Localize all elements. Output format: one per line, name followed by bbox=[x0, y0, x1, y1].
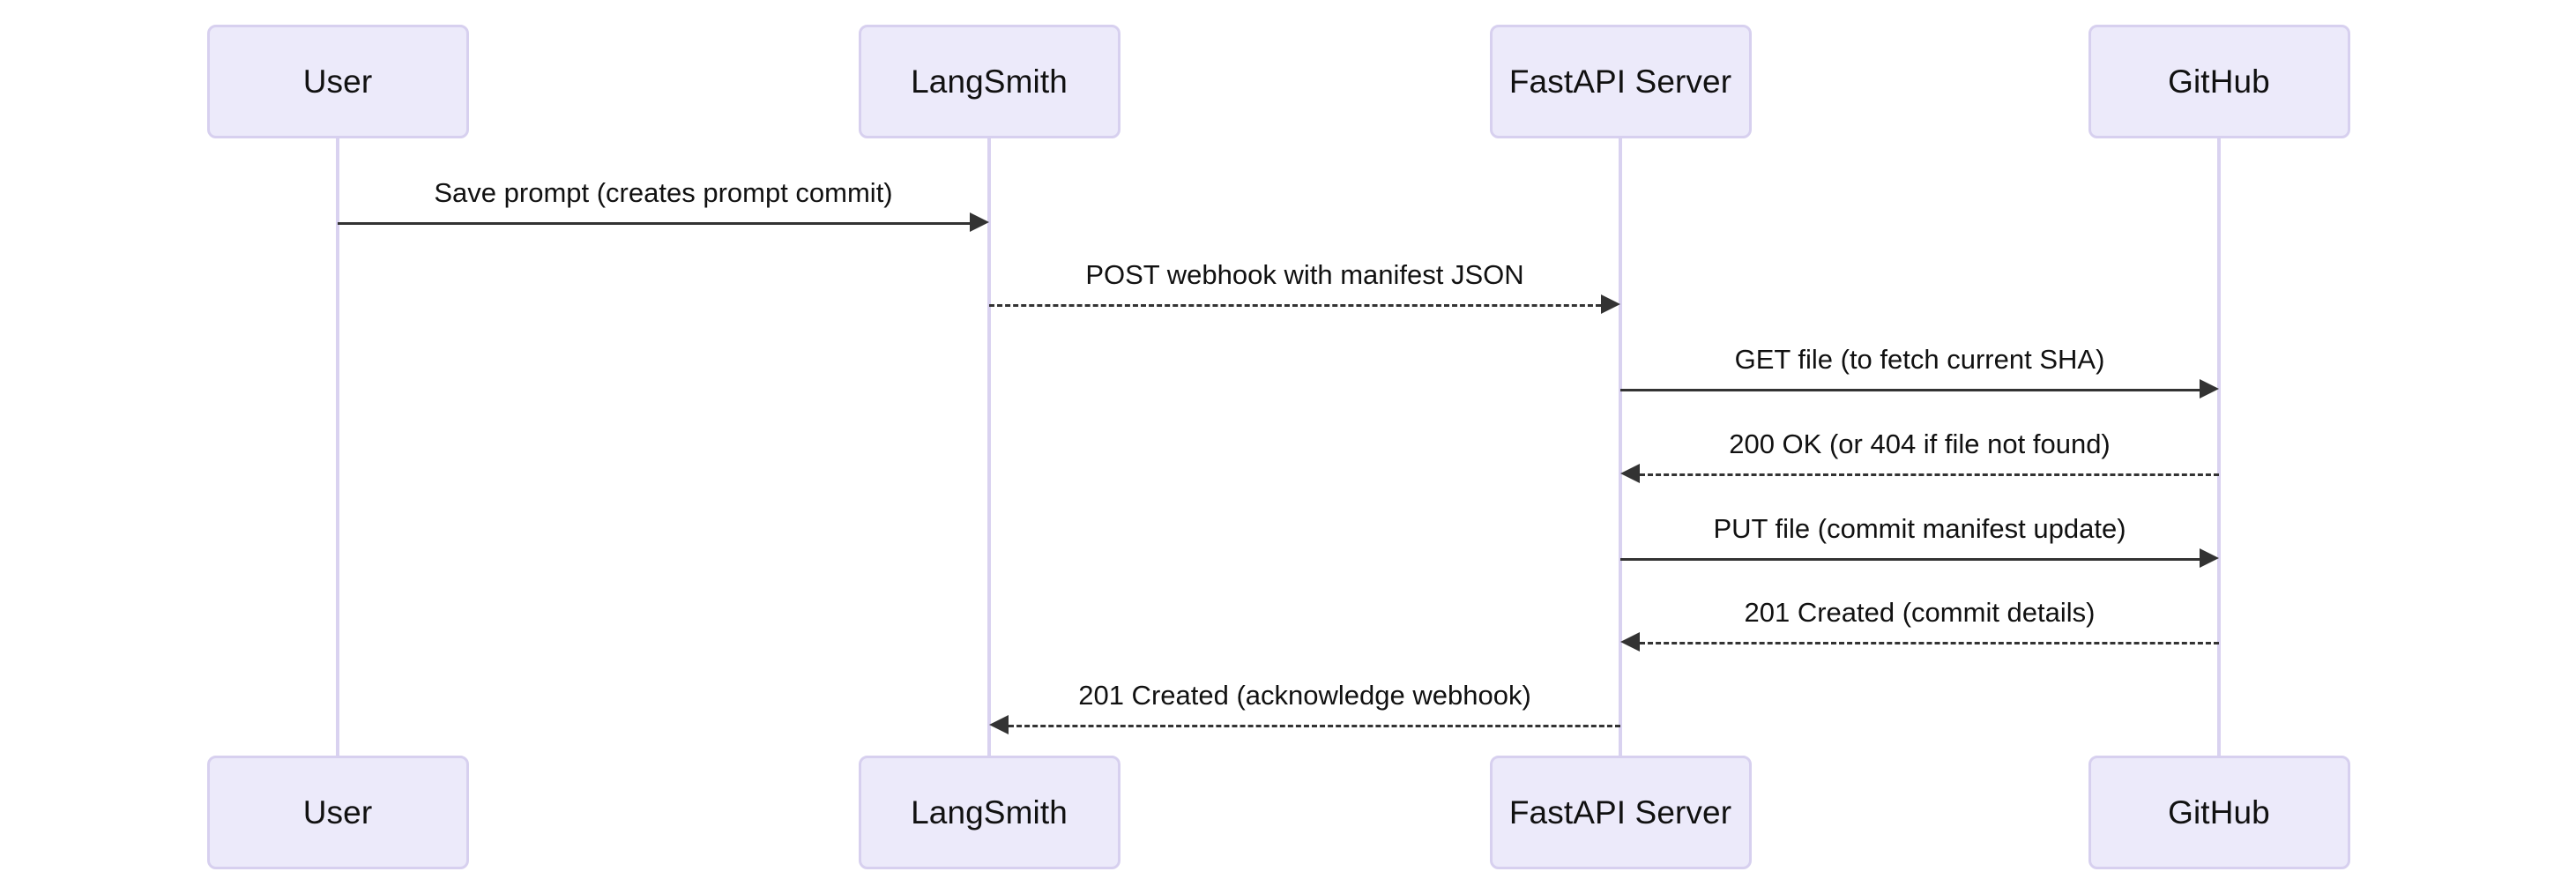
lifeline-github bbox=[2217, 138, 2221, 756]
arrow-head-right-2 bbox=[1601, 294, 1620, 314]
message-line-4 bbox=[1640, 473, 2219, 476]
lifeline-user bbox=[336, 138, 339, 756]
lifeline-langsmith bbox=[987, 138, 991, 756]
message-label-2: POST webhook with manifest JSON bbox=[1085, 259, 1524, 290]
message-line-6 bbox=[1640, 642, 2219, 644]
participant-label-github: GitHub bbox=[2168, 794, 2270, 831]
participant-box-bottom-langsmith[interactable]: LangSmith bbox=[858, 756, 1120, 869]
arrow-head-right-3 bbox=[2200, 379, 2219, 399]
participant-box-top-github[interactable]: GitHub bbox=[2088, 25, 2350, 138]
arrow-head-left-7 bbox=[989, 715, 1009, 734]
message-line-5 bbox=[1620, 558, 2200, 561]
participant-box-bottom-github[interactable]: GitHub bbox=[2088, 756, 2350, 869]
participant-label-fastapi: FastAPI Server bbox=[1508, 63, 1732, 100]
participant-label-fastapi: FastAPI Server bbox=[1508, 794, 1732, 831]
message-line-7 bbox=[1009, 725, 1620, 727]
message-label-1: Save prompt (creates prompt commit) bbox=[434, 177, 893, 208]
arrow-head-left-6 bbox=[1620, 632, 1640, 652]
message-label-6: 201 Created (commit details) bbox=[1744, 597, 2096, 628]
participant-label-github: GitHub bbox=[2168, 63, 2270, 100]
participant-label-user: User bbox=[302, 794, 373, 831]
participant-box-top-langsmith[interactable]: LangSmith bbox=[858, 25, 1120, 138]
participant-label-langsmith: LangSmith bbox=[911, 794, 1068, 831]
arrow-head-right-5 bbox=[2200, 548, 2219, 568]
lifeline-fastapi bbox=[1619, 138, 1622, 756]
message-label-7: 201 Created (acknowledge webhook) bbox=[1078, 680, 1531, 711]
participant-box-bottom-fastapi[interactable]: FastAPI Server bbox=[1489, 756, 1752, 869]
message-label-5: PUT file (commit manifest update) bbox=[1713, 513, 2126, 544]
participant-box-bottom-user[interactable]: User bbox=[206, 756, 469, 869]
arrow-head-right-1 bbox=[970, 212, 989, 232]
message-line-1 bbox=[338, 222, 970, 225]
participant-label-langsmith: LangSmith bbox=[911, 63, 1068, 100]
message-line-3 bbox=[1620, 389, 2200, 391]
participant-box-top-fastapi[interactable]: FastAPI Server bbox=[1489, 25, 1752, 138]
message-label-3: GET file (to fetch current SHA) bbox=[1734, 344, 2105, 375]
participant-box-top-user[interactable]: User bbox=[206, 25, 469, 138]
message-label-4: 200 OK (or 404 if file not found) bbox=[1729, 428, 2111, 459]
message-line-2 bbox=[989, 304, 1601, 307]
arrow-head-left-4 bbox=[1620, 464, 1640, 483]
participant-label-user: User bbox=[302, 63, 373, 100]
